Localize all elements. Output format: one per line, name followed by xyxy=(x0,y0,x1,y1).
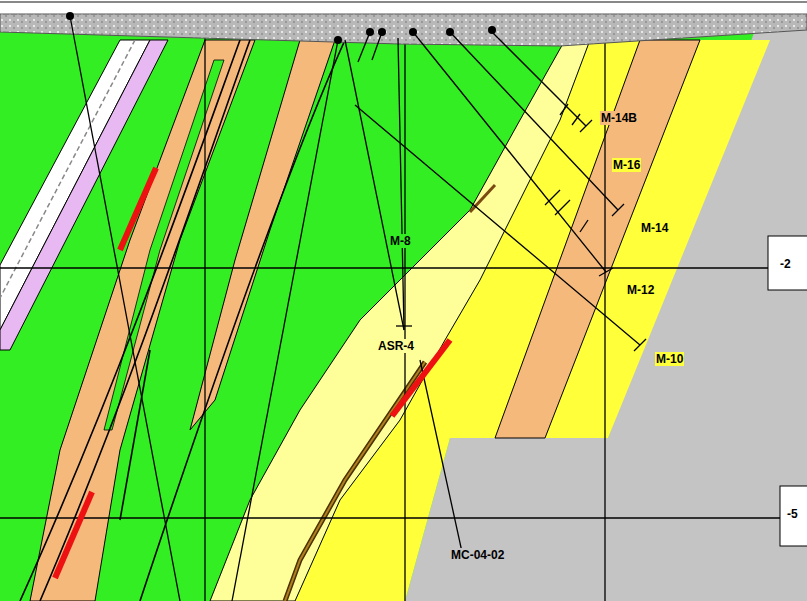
orange-unit xyxy=(190,40,335,430)
callout-label: M-8 xyxy=(389,234,412,248)
callout-label: MC-04-02 xyxy=(450,548,505,562)
callout-label: M-14B xyxy=(600,111,638,125)
frame xyxy=(0,1,807,3)
callout-label: M-12 xyxy=(626,283,655,297)
seam xyxy=(470,185,495,212)
collars xyxy=(66,12,496,44)
callout-label: -5 xyxy=(786,507,799,521)
grid-lines xyxy=(0,28,780,601)
elevation-box xyxy=(780,486,807,546)
callout-label: M-10 xyxy=(655,352,684,366)
callout-label: ASR-4 xyxy=(377,339,415,353)
drill-holes xyxy=(70,16,646,601)
dash-texture xyxy=(0,40,135,298)
overburden xyxy=(0,14,807,46)
callout-label: M-14 xyxy=(640,221,669,235)
elevation-box xyxy=(768,236,807,290)
orange-unit xyxy=(495,40,700,438)
green-unit xyxy=(0,28,807,601)
callout-label: -2 xyxy=(779,257,792,271)
fault-lines xyxy=(20,40,345,601)
callout-label: M-16 xyxy=(612,158,641,172)
mineralized-interval xyxy=(55,168,450,578)
